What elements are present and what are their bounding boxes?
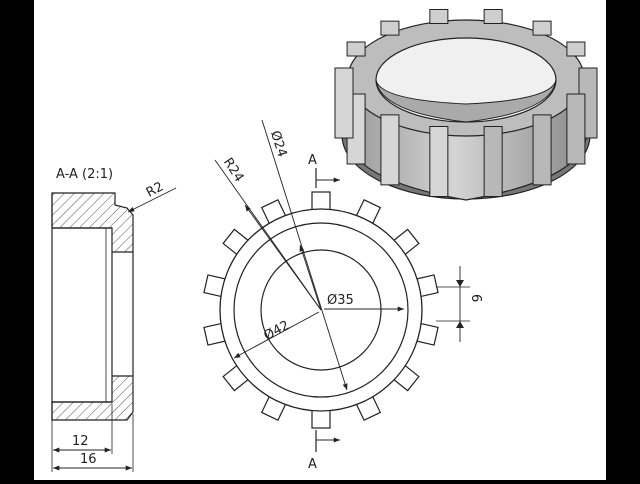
section-title: A-A (2:1) — [56, 167, 113, 182]
iso-gear-tooth — [429, 9, 449, 25]
dim-dia24-line — [261, 119, 348, 391]
iso-gear-tooth — [566, 93, 586, 165]
section-hatch-bottom — [51, 375, 134, 421]
dim-r24-label: R24 — [220, 155, 247, 185]
cut-mark-top-label: A — [308, 153, 317, 168]
iso-gear-tooth — [483, 125, 503, 197]
technical-drawing: A-A (2:1) R2 12 16 Ø24 R24 Ø35 — [51, 9, 598, 472]
section-hatch-top — [51, 192, 134, 253]
iso-gear-tooth — [334, 67, 354, 139]
iso-gear-tooth — [380, 114, 400, 186]
iso-gear-tooth — [483, 9, 503, 25]
iso-gear-tooth — [380, 20, 400, 36]
dim-6-label: 6 — [468, 294, 483, 302]
r2-label: R2 — [144, 179, 166, 200]
iso-gear-tooth — [532, 114, 552, 186]
iso-gear-tooth — [566, 41, 586, 57]
iso-bore-wall — [375, 79, 557, 123]
dim-dia35-label: Ø35 — [327, 293, 354, 308]
iso-gear-tooth — [429, 125, 449, 197]
dim-dia42-line — [233, 311, 320, 359]
iso-gear-tooth — [532, 20, 552, 36]
cut-mark-bottom-label: A — [308, 457, 317, 472]
isometric-view — [334, 9, 598, 201]
dim-12-label: 12 — [72, 434, 89, 449]
bore-circle — [260, 249, 382, 371]
iso-teeth — [334, 9, 598, 197]
iso-gear-tooth — [346, 41, 366, 57]
section-view: A-A (2:1) R2 12 16 — [51, 167, 177, 472]
mid-ring-circle — [233, 222, 409, 398]
dim-16-label: 16 — [80, 452, 97, 467]
section-outline — [51, 193, 134, 420]
drawing-sheet: A-A (2:1) R2 12 16 Ø24 R24 Ø35 — [34, 0, 606, 480]
r2-leader — [127, 187, 177, 213]
dim-dia24-label: Ø24 — [267, 129, 290, 159]
